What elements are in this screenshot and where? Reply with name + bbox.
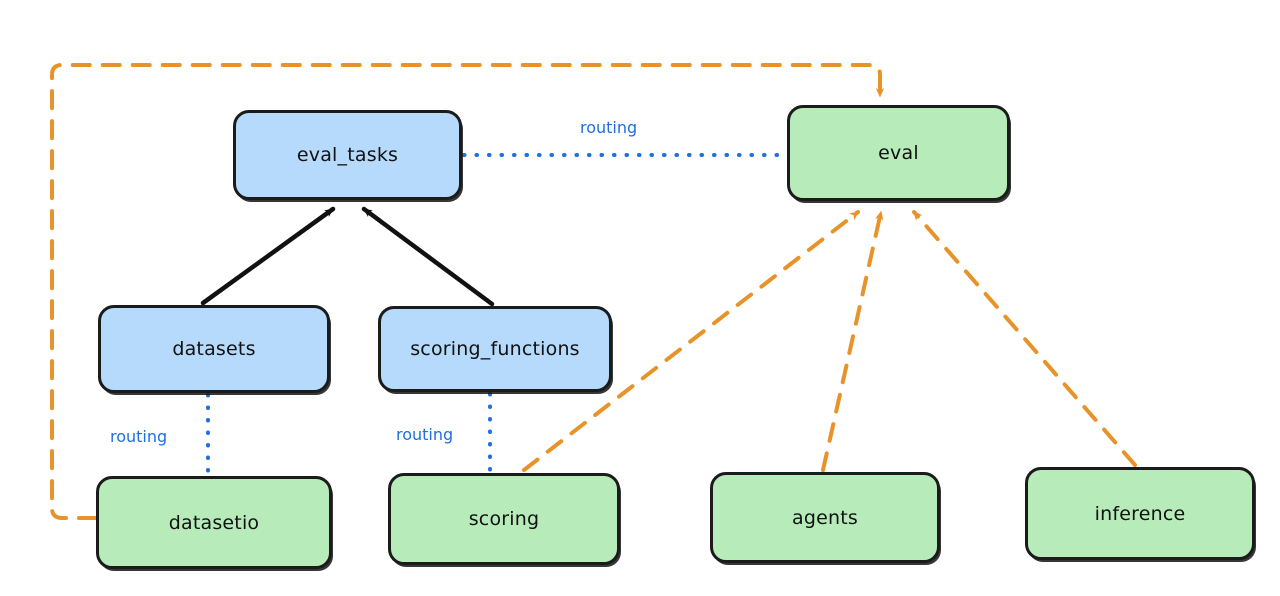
edge-agents-to-eval — [821, 210, 884, 472]
edge-label-routing-datasets-datasetio: routing — [110, 427, 168, 446]
edge-label-routing-scoring_functions-scoring: routing — [396, 425, 454, 444]
node-agents[interactable]: agents — [710, 472, 940, 563]
node-label-inference: inference — [1094, 502, 1186, 525]
node-eval_tasks[interactable]: eval_tasks — [233, 110, 462, 200]
node-datasetio[interactable]: datasetio — [96, 476, 332, 569]
node-label-datasets: datasets — [172, 338, 256, 360]
node-eval[interactable]: eval — [787, 105, 1010, 201]
edge-scoring_functions-to-eval_tasks — [361, 206, 495, 307]
node-scoring[interactable]: scoring — [388, 473, 620, 565]
edge-datasets-to-eval_tasks — [200, 206, 336, 306]
node-label-eval: eval — [878, 142, 919, 164]
node-label-eval_tasks: eval_tasks — [296, 144, 399, 166]
node-datasets[interactable]: datasets — [98, 305, 330, 393]
node-inference[interactable]: inference — [1025, 467, 1255, 560]
edge-datasetio-to-eval — [50, 63, 885, 520]
node-scoring_functions[interactable]: scoring_functions — [378, 306, 612, 392]
edge-inference-to-eval — [912, 210, 1137, 467]
edge-label-routing-eval_tasks-eval: routing — [580, 118, 638, 137]
node-label-scoring: scoring — [468, 508, 540, 530]
node-label-scoring_functions: scoring_functions — [410, 338, 580, 360]
edge-scoring-to-eval — [522, 210, 860, 472]
node-label-agents: agents — [792, 506, 858, 529]
node-label-datasetio: datasetio — [168, 511, 260, 534]
